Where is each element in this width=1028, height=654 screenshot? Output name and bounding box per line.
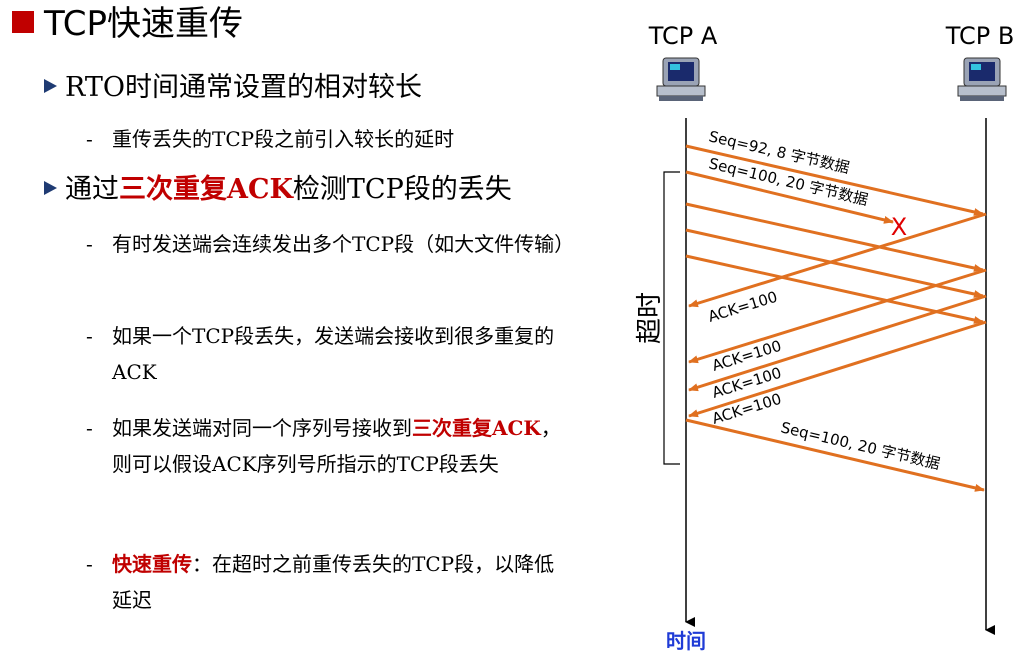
title-bullet-square-icon xyxy=(12,11,34,33)
segment-arrow-3 xyxy=(685,202,984,272)
bullet-triple-ack: 通过三次重复ACK检测TCP段的丢失 xyxy=(44,172,512,208)
segment-arrow-seq92 xyxy=(685,144,984,216)
bullet-pre: 通过 xyxy=(65,174,119,205)
timeout-label: 超时 xyxy=(635,292,665,344)
host-a-label: TCP A xyxy=(648,22,718,50)
ack-arrow-2 xyxy=(688,268,987,364)
sub4-post: ：在超时之前重传丢失的TCP段，以降低延迟 xyxy=(112,552,555,612)
sub4-highlight: 快速重传 xyxy=(112,552,192,576)
slide-title: TCP快速重传 xyxy=(12,4,243,44)
ack-arrow-1 xyxy=(688,212,987,308)
ack-arrow-3 xyxy=(688,294,987,392)
computer-icon xyxy=(957,57,1007,101)
segment-arrow-seq100-lost xyxy=(685,170,894,224)
bullet-post: 检测TCP段的丢失 xyxy=(292,174,512,205)
retransmit-arrow xyxy=(685,418,985,492)
lost-x-icon: X xyxy=(891,213,907,241)
slide-title-text: TCP快速重传 xyxy=(44,4,244,44)
time-axis-label: 时间 xyxy=(666,629,706,653)
sub-bullet-multiple-segments: -有时发送端会连续发出多个TCP段（如大文件传输） xyxy=(86,226,575,262)
sub-bullet-delay: -重传丢失的TCP段之前引入较长的延时 xyxy=(86,121,576,157)
bullet-rto: RTO时间通常设置的相对较长 xyxy=(44,70,422,106)
segment-arrow-5 xyxy=(685,254,984,324)
sub-bullet-triple-ack-rule: -如果发送端对同一个序列号接收到三次重复ACK，则可以假设ACK序列号所指示的T… xyxy=(86,416,561,476)
computer-icon xyxy=(656,57,706,101)
sub-bullet-delay-text: 重传丢失的TCP段之前引入较长的延时 xyxy=(112,127,455,151)
sub3-post: ，则可以假设ACK序列号所指示的TCP段丢失 xyxy=(112,416,561,476)
ack-arrow-4 xyxy=(688,320,987,418)
sub-bullet-duplicate-acks-text: 如果一个TCP段丢失，发送端会接收到很多重复的ACK xyxy=(112,324,555,384)
timeout-bracket xyxy=(663,171,680,465)
sub3-pre: 如果发送端对同一个序列号接收到 xyxy=(112,416,412,440)
triangle-bullet-icon xyxy=(44,181,57,195)
bullet-rto-text: RTO时间通常设置的相对较长 xyxy=(65,72,422,103)
ack-label-1: ACK=100 xyxy=(706,288,780,326)
sub-bullet-fast-retransmit: -快速重传：在超时之前重传丢失的TCP段，以降低延迟 xyxy=(86,552,555,612)
sub-bullet-duplicate-acks: -如果一个TCP段丢失，发送端会接收到很多重复的ACK xyxy=(86,318,566,390)
sub-bullet-multiple-segments-text: 有时发送端会连续发出多个TCP段（如大文件传输） xyxy=(112,232,575,256)
retransmit-label: Seq=100, 20 字节数据 xyxy=(779,418,942,473)
sub3-highlight: 三次重复ACK xyxy=(412,416,541,440)
bullet-highlight: 三次重复ACK xyxy=(119,174,293,205)
host-b-label: TCP B xyxy=(945,22,1015,50)
triangle-bullet-icon xyxy=(44,79,57,93)
